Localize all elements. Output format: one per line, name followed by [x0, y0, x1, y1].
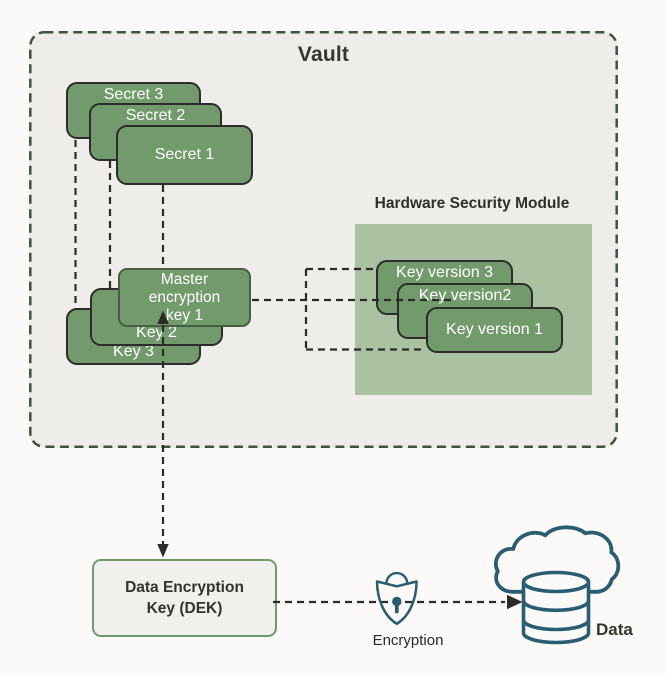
- vault-title: Vault: [297, 43, 350, 66]
- arrowhead-right-data: [507, 594, 523, 610]
- card-master-encryption-key: Master encryption key 1: [118, 268, 251, 327]
- card-secret-3-label: Secret 3: [103, 86, 164, 103]
- master-key-label-line2: encryption: [148, 288, 221, 306]
- encryption-shield-lock-icon: [375, 571, 418, 626]
- card-key-version-3-label: Key version 3: [396, 264, 493, 281]
- card-secret-2-label: Secret 2: [125, 107, 186, 124]
- master-key-label-line3: key 1: [165, 306, 204, 324]
- card-key-version-1-label: Key version 1: [446, 321, 543, 338]
- card-key-version-1: Key version 1: [426, 307, 563, 353]
- card-secret-1-label: Secret 1: [154, 146, 215, 163]
- arrowhead-down-dek: [157, 544, 169, 558]
- card-secret-1: Secret 1: [116, 125, 253, 185]
- card-key-version-2-label: Key version2: [418, 287, 512, 304]
- data-label: Data: [596, 620, 633, 639]
- dek-label-line2: Key (DEK): [146, 600, 223, 617]
- dek-label-line1: Data Encryption: [125, 579, 244, 596]
- hsm-title: Hardware Security Module: [374, 195, 570, 212]
- dek-box: Data Encryption Key (DEK): [92, 559, 277, 637]
- master-key-label-line1: Master: [160, 270, 209, 288]
- encryption-label: Encryption: [372, 632, 444, 649]
